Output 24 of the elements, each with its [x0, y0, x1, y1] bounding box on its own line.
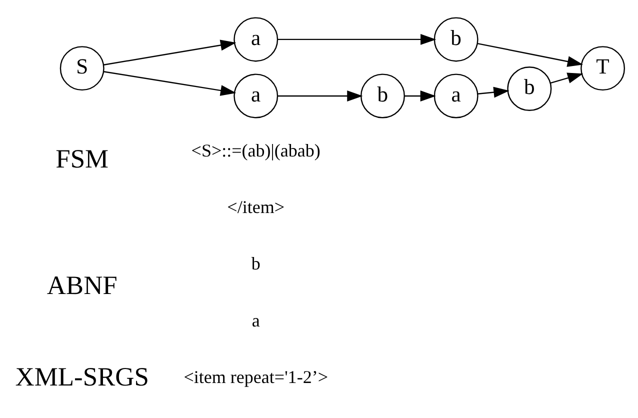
- arrow: [550, 72, 584, 84]
- label: <item repeat='1-2’>: [184, 366, 328, 387]
- arrow: [104, 71, 236, 96]
- arrow: [104, 40, 236, 66]
- label: b: [251, 254, 260, 274]
- label: FSM: [56, 144, 109, 174]
- node-circle: b: [360, 74, 405, 118]
- label: a: [252, 310, 260, 330]
- node-circle: S: [60, 46, 104, 91]
- label: <S>::=(ab)|(abab): [191, 140, 320, 161]
- arrow: [404, 90, 436, 102]
- arrow: [478, 42, 584, 67]
- node-circle: T: [580, 46, 626, 91]
- node-circle: a: [434, 74, 478, 118]
- node-circle: b: [507, 66, 552, 111]
- arrow: [478, 86, 510, 98]
- node-circle: b: [434, 17, 478, 62]
- node-circle: a: [234, 74, 278, 118]
- arrow: [278, 90, 363, 102]
- arrow: [278, 34, 436, 45]
- label: </item>: [227, 197, 285, 218]
- node-circle: a: [234, 17, 278, 62]
- label: XML-SRGS: [15, 361, 149, 392]
- label: ABNF: [46, 270, 118, 300]
